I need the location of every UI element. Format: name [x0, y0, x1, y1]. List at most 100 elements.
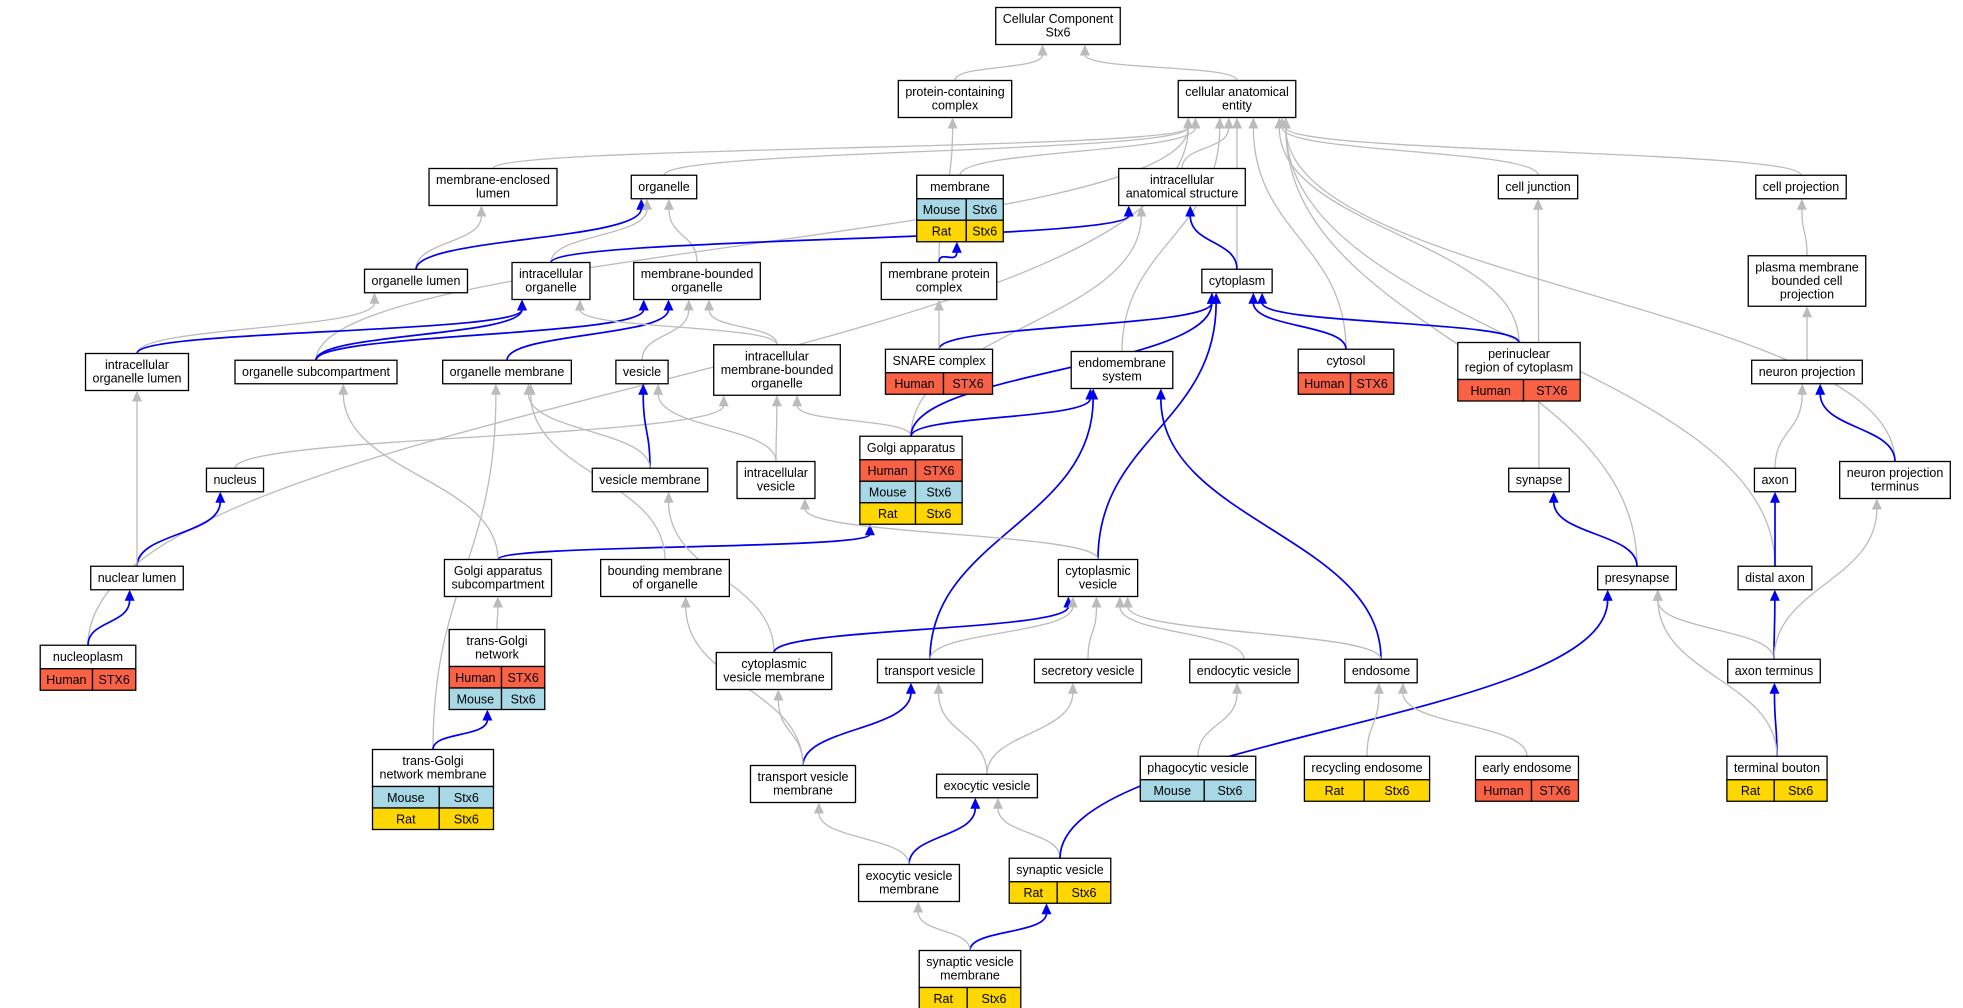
edge-arrowhead [1548, 491, 1559, 503]
node-label: membrane [940, 969, 1000, 983]
node-np: neuron projection [1751, 359, 1863, 385]
species-label: Human [1471, 384, 1511, 398]
edge-arrowhead [338, 383, 349, 395]
edge-ves-to-mbo [641, 299, 694, 361]
edge-snare-to-cyt [938, 292, 1217, 350]
edge-nuc-to-imbo [234, 395, 729, 469]
node-box [1189, 658, 1299, 684]
node-label: synaptic vesicle [926, 955, 1014, 969]
edge-cytosol-to-cyt [1248, 292, 1347, 350]
edge-line [997, 807, 1061, 859]
edge-line [87, 599, 131, 646]
edge-nucpl-to-cae [87, 117, 1194, 646]
node-label: complex [916, 281, 963, 295]
node-label: endosome [1352, 664, 1410, 678]
edge-arrowhead [1211, 292, 1222, 304]
edge-arrowhead [482, 709, 493, 721]
edge-arrowhead [1797, 383, 1808, 395]
node-box [715, 651, 833, 691]
edge-arrowhead [1248, 292, 1259, 304]
edge-arrowhead [663, 198, 674, 210]
edge-arrowhead [1067, 596, 1078, 608]
edge-arrowhead [663, 299, 674, 311]
node-label: organelle [638, 180, 689, 194]
edge-arrowhead [1815, 383, 1826, 395]
edge-golgi-to-ems [910, 388, 1096, 437]
edge-arrowhead [1037, 44, 1048, 56]
edge-arrowhead [680, 596, 691, 608]
node-label: cellular anatomical [1185, 85, 1289, 99]
node-box [736, 460, 816, 500]
node-box [1747, 255, 1867, 307]
edge-line [492, 126, 1189, 170]
edge-exv-to-sv [986, 682, 1078, 775]
edge-mbo-to-org [663, 198, 698, 263]
node-label: transport vesicle [884, 664, 975, 678]
edge-tb-to-at [1769, 682, 1780, 757]
species-label: Rat [1023, 886, 1043, 900]
node-label: organelle membrane [450, 365, 565, 379]
node-box [713, 344, 841, 396]
gene-cell [966, 986, 1022, 1008]
edge-line [550, 208, 648, 263]
node-box [1457, 341, 1581, 381]
edge-line [954, 54, 1044, 81]
edge-line [1121, 127, 1221, 352]
edge-line [1087, 606, 1098, 660]
edge-snare-to-mpc [934, 299, 944, 350]
node-endo: endosome [1344, 658, 1418, 684]
node-box [1033, 658, 1143, 684]
edge-arrowhead [1223, 117, 1234, 129]
node-label: entity [1222, 99, 1253, 113]
node-box [1751, 359, 1863, 385]
node-label: cytoplasmic [1065, 564, 1130, 578]
node-label: bounded cell [1772, 274, 1843, 288]
species-label: Mouse [387, 791, 425, 805]
edge-line [1552, 501, 1638, 567]
edge-arrowhead [1769, 682, 1780, 694]
node-cyt: cytoplasm [1201, 268, 1273, 294]
gene-label: STX6 [952, 377, 983, 391]
edge-line [1278, 127, 1520, 343]
edge-line [579, 309, 778, 346]
edge-line [87, 127, 1189, 646]
node-label: presynapse [1605, 571, 1670, 585]
edge-mem-to-cae [959, 117, 1201, 176]
edge-arrowhead [1136, 205, 1147, 217]
edge-line [796, 405, 912, 437]
edge-line [1189, 215, 1238, 270]
node-box [428, 167, 558, 207]
gene-label: Stx6 [972, 225, 997, 239]
edge-arrowhead [1602, 589, 1613, 601]
node-label: projection [1780, 287, 1834, 301]
edge-ee-to-endo [1397, 682, 1528, 757]
edge-arrowhead [1067, 682, 1078, 694]
edge-gasc-to-golgi [497, 524, 875, 561]
edge-line [910, 215, 1142, 437]
edge-imbo-to-io [574, 299, 778, 346]
node-nl: nuclear lumen [90, 565, 184, 591]
gene-label: Stx6 [1071, 886, 1096, 900]
node-vm: vesicle membrane [591, 467, 709, 493]
gene-label: Stx6 [981, 992, 1006, 1006]
species-label: Human [455, 671, 495, 685]
gene-cell [1363, 779, 1431, 802]
edge-line [527, 393, 651, 469]
edge-line [777, 699, 804, 766]
node-label: membrane [930, 180, 990, 194]
edge-arrowhead [124, 589, 135, 601]
node-label: nucleoplasm [53, 650, 123, 664]
node-label: nucleus [213, 473, 256, 487]
edge-arrowhead [215, 491, 226, 503]
node-label: terminal bouton [1734, 761, 1820, 775]
edge-osc-to-mbo [315, 299, 649, 361]
node-box [1201, 268, 1273, 294]
